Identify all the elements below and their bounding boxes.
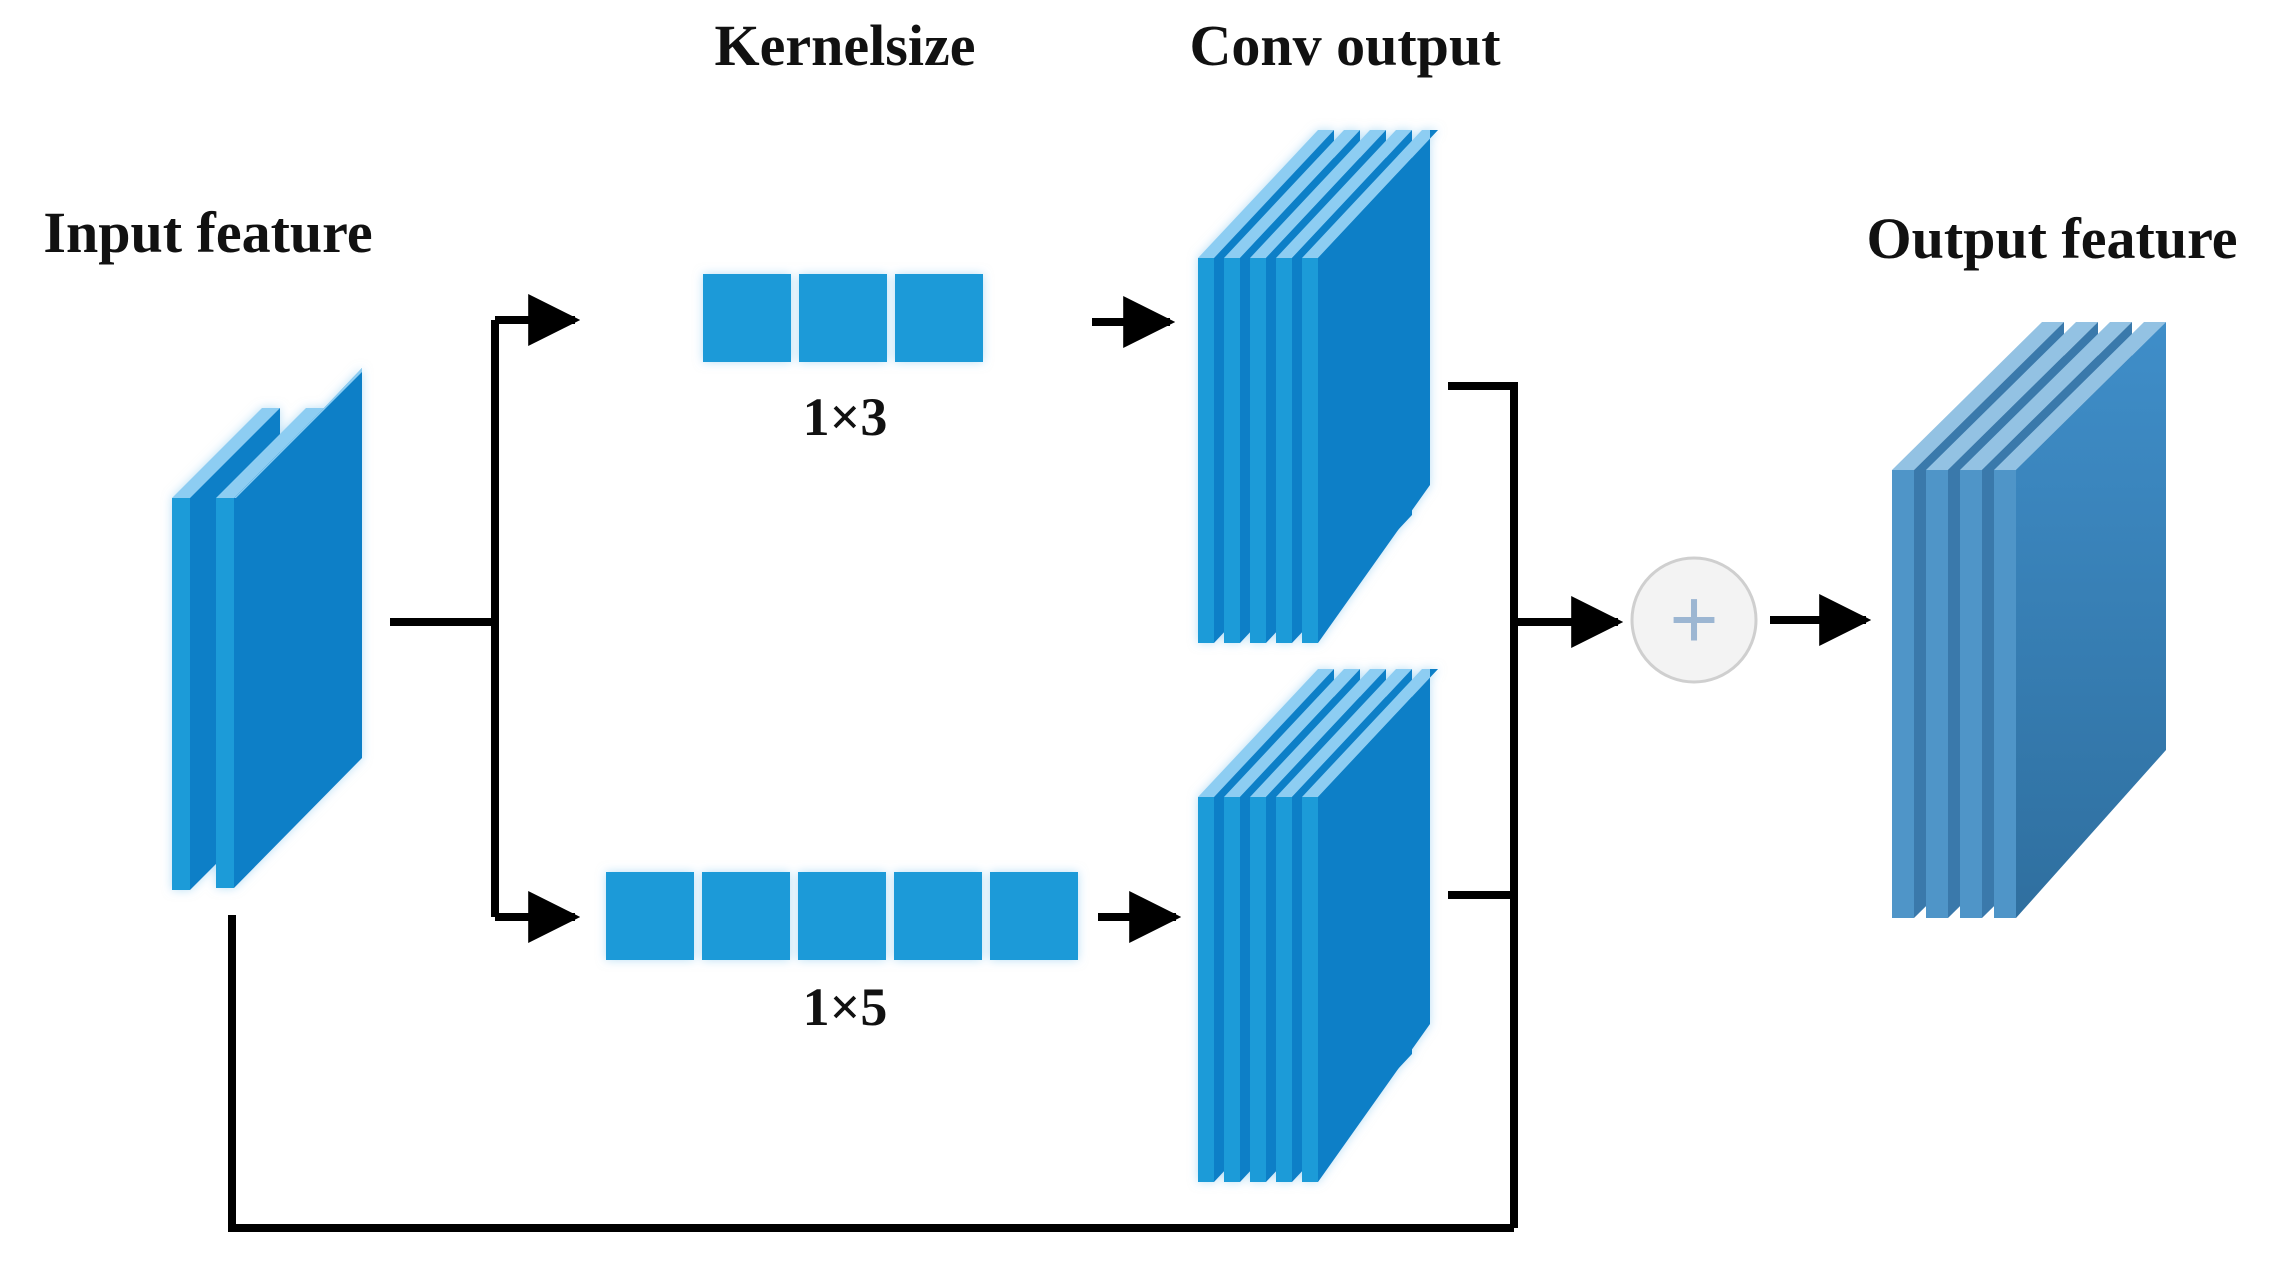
conv-slice-top	[1198, 669, 1334, 797]
conv-slice-front	[1224, 258, 1240, 643]
conv-slice-front	[1250, 258, 1266, 643]
conv-slice-top	[1224, 130, 1360, 258]
kernel-1x5	[606, 872, 1078, 960]
input-slice-front	[216, 498, 234, 888]
output-slice-side	[2016, 322, 2166, 918]
conv-slice-front	[1250, 797, 1266, 1182]
kernel-bottom-cell	[606, 872, 694, 960]
input-feature-title: Input feature	[43, 200, 372, 265]
output-slice-top	[1994, 322, 2166, 470]
output-slice-front	[1994, 470, 2016, 918]
kernel-bottom-cell	[798, 872, 886, 960]
conv-slice-front	[1198, 797, 1214, 1182]
input-slice-top	[172, 408, 280, 498]
conv-slice-top	[1276, 130, 1412, 258]
conv-slice-front	[1276, 258, 1292, 643]
output-slice-top	[1926, 322, 2098, 470]
kernel-bottom-cell	[990, 872, 1078, 960]
input-feature-stack	[172, 368, 362, 890]
kernel-top-cell	[799, 274, 887, 362]
kernel-bottom-label: 1×5	[803, 977, 888, 1037]
conv-slice-side	[1318, 130, 1438, 643]
kernel-1x3	[703, 274, 983, 362]
kernelsize-title: Kernelsize	[715, 13, 976, 78]
conv-slice-top	[1198, 130, 1334, 258]
conv-slice-top	[1250, 669, 1386, 797]
add-plus-icon: +	[1669, 572, 1718, 666]
conv-slice-top	[1302, 669, 1438, 797]
conv-output-title: Conv output	[1189, 13, 1501, 78]
output-slice-top	[1960, 322, 2132, 470]
output-slice-front	[1960, 470, 1982, 918]
add-circle	[1630, 556, 1758, 684]
conv-slice-front	[1302, 258, 1318, 643]
kernel-bottom-cell	[702, 872, 790, 960]
conv-slice-front	[1276, 797, 1292, 1182]
input-slice-side	[234, 368, 362, 888]
conv-slice-top	[1250, 130, 1386, 258]
kernel-top-cell	[703, 274, 791, 362]
conv-slice-front	[1198, 258, 1214, 643]
conv-slice-side	[1318, 669, 1438, 1182]
conv-slice-top	[1224, 669, 1360, 797]
conv-slice-top	[1302, 130, 1438, 258]
connector-lines	[228, 294, 1872, 1232]
conv-top-to-merge-line	[1448, 382, 1518, 1228]
input-slice-front	[172, 498, 190, 890]
output-slice-top	[1892, 322, 2064, 470]
output-feature-stack	[1892, 322, 2166, 918]
kernel-bottom-cell	[894, 872, 982, 960]
input-slice-top	[216, 408, 324, 498]
kernel-top-label: 1×3	[803, 387, 888, 447]
kernel-top-cell	[895, 274, 983, 362]
conv-slice-front	[1224, 797, 1240, 1182]
add-node: +	[1630, 556, 1758, 684]
output-slice-front	[1892, 470, 1914, 918]
output-feature-title: Output feature	[1866, 206, 2237, 271]
skip-connection-line	[228, 915, 1514, 1232]
conv-slice-top	[1276, 669, 1412, 797]
conv-output-stack-bottom	[1198, 669, 1438, 1182]
conv-output-stack-top	[1198, 130, 1438, 643]
conv-slice-front	[1302, 797, 1318, 1182]
output-slice-front	[1926, 470, 1948, 918]
